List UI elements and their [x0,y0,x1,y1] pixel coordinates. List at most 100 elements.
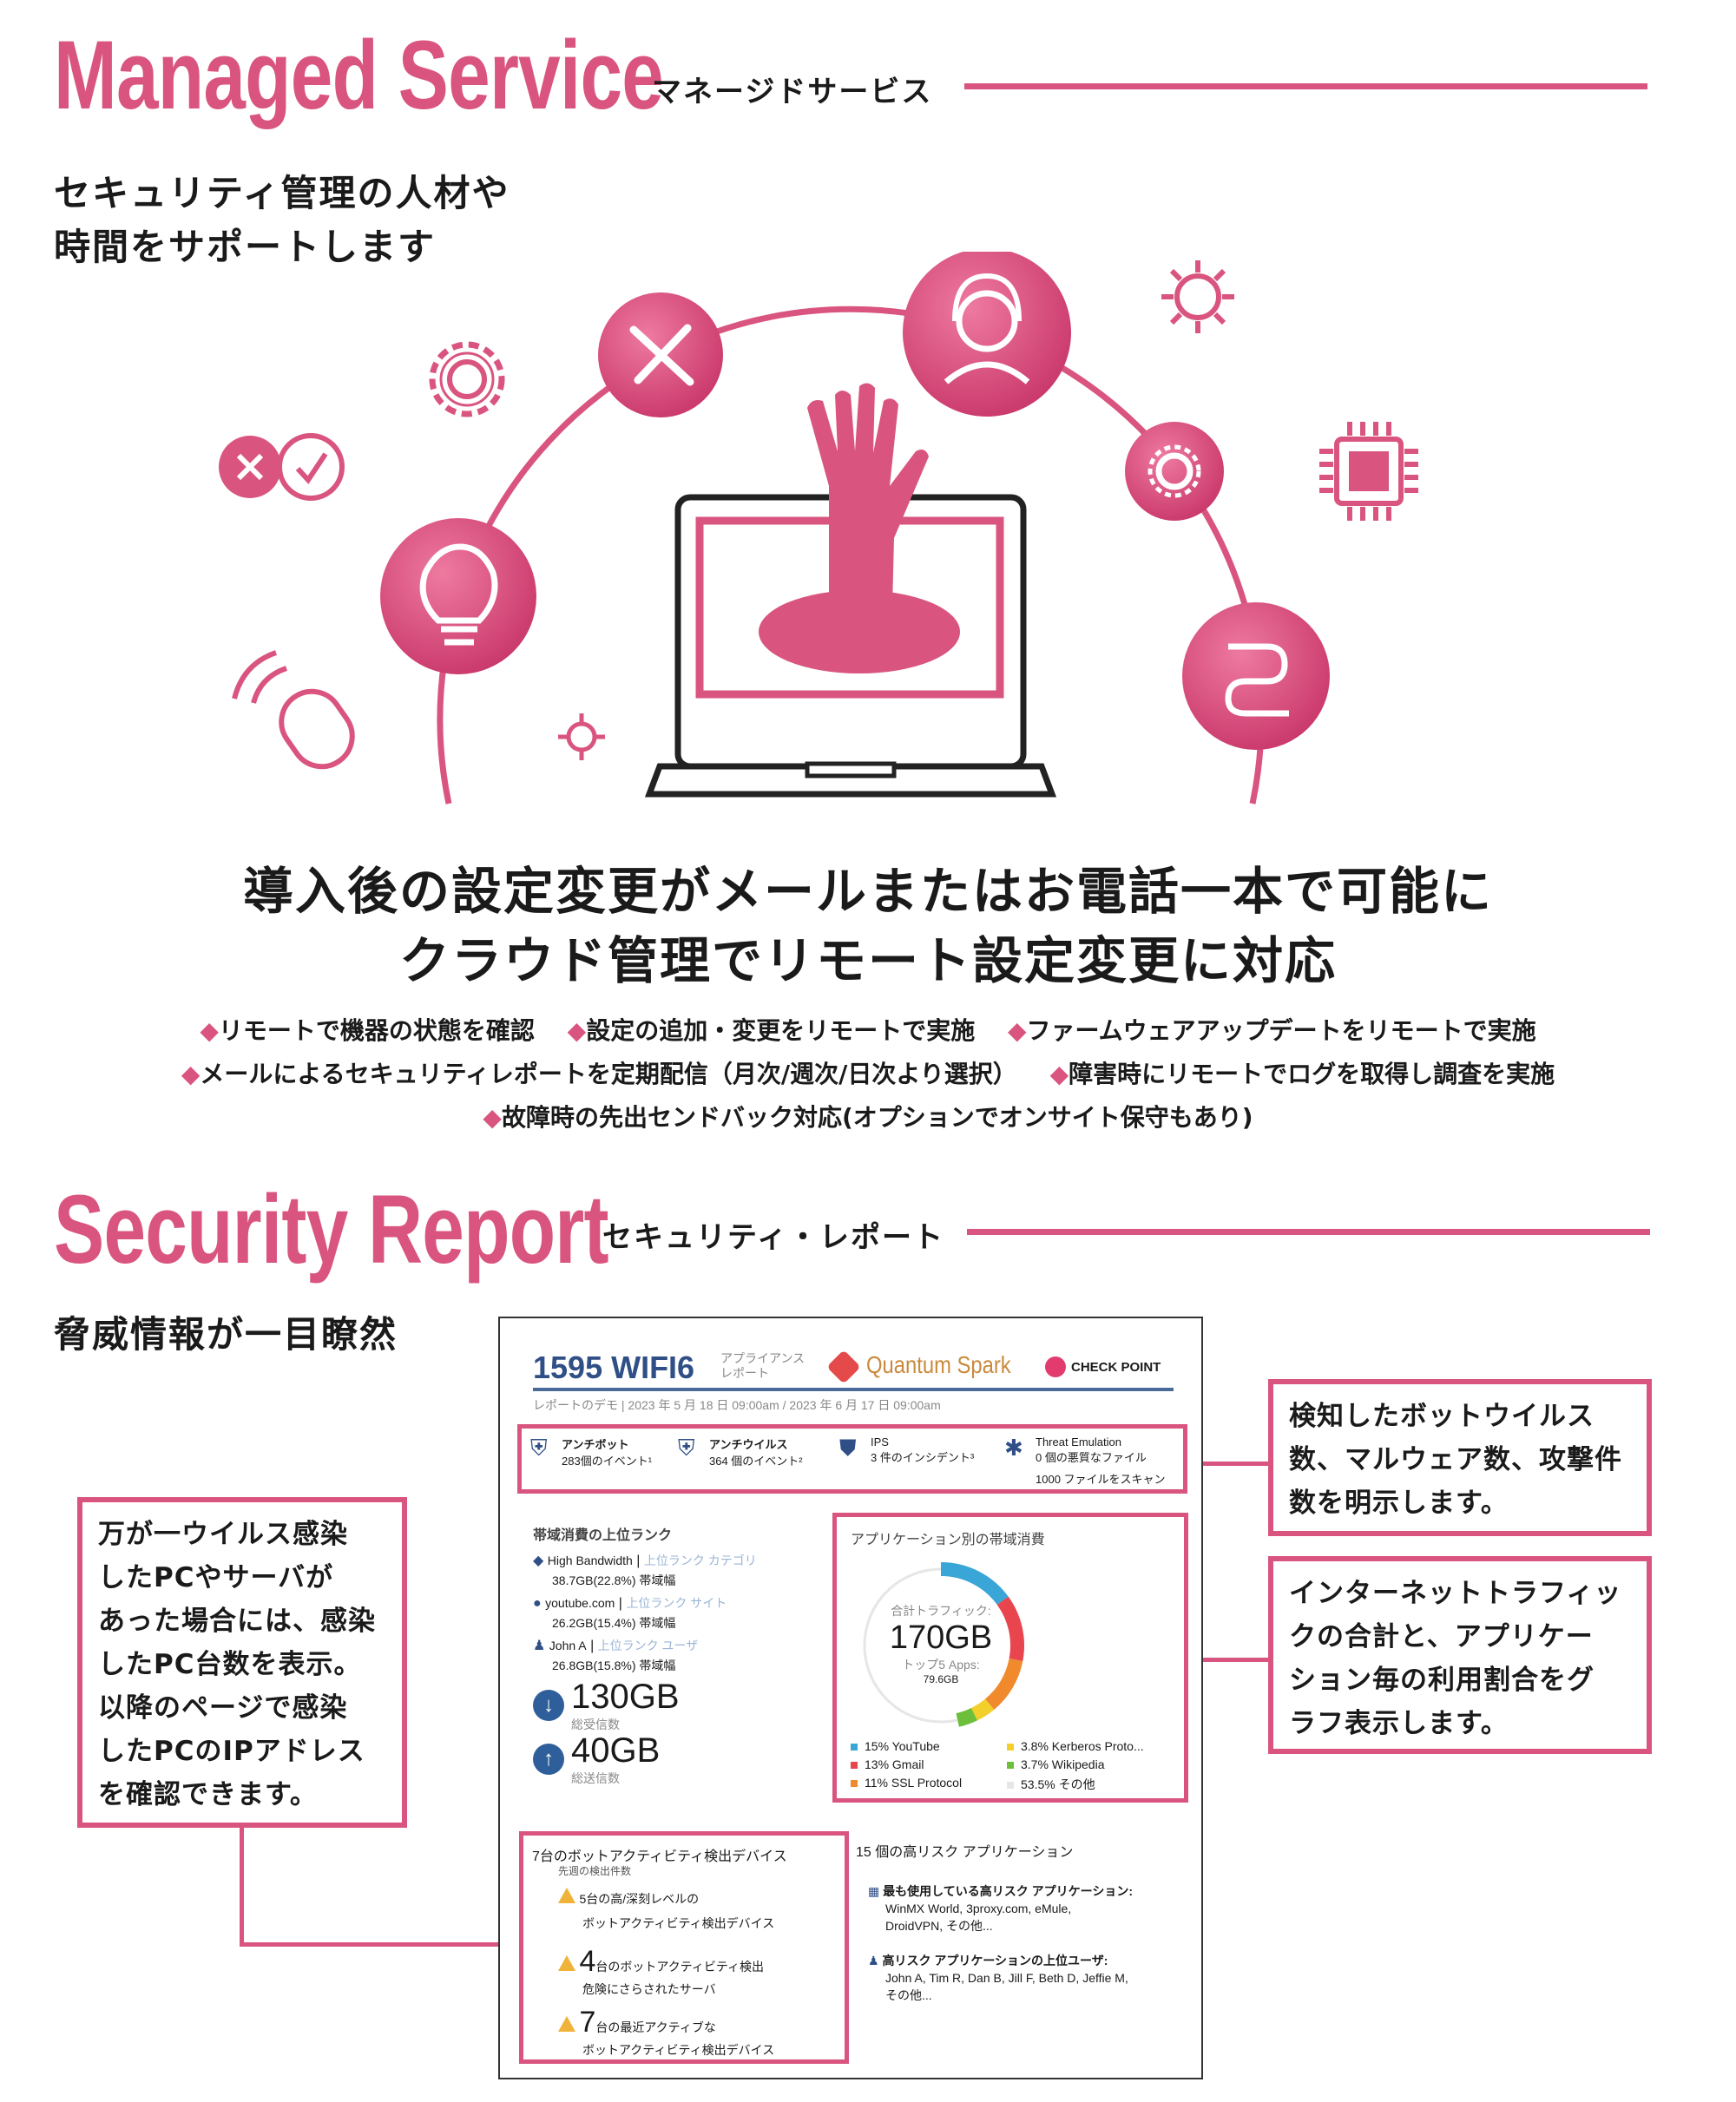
warning-icon [558,1955,575,1971]
bot-item: 5台の高/深刻レベルのボットアクティビティ検出デバイス [558,1888,774,1932]
gear-icon [1125,422,1224,521]
bullet-item: ◆設定の追加・変更をリモートで実施 [567,1016,976,1045]
connector-line [240,1823,244,1946]
bullet-item: ◆リモートで機器の状態を確認 [200,1016,535,1045]
cable-icon [1182,602,1330,750]
tools-icon [598,292,723,417]
bullet-item: ◆メールによるセキュリティレポートを定期配信（月次/週次/日次より選択） [181,1060,1017,1088]
hand-icon [759,383,960,673]
report-title-sub: アプライアンスレポート [720,1351,806,1380]
report-title: 1595 WIFI6 [533,1350,695,1385]
legend-label: 11% SSL Protocol [865,1776,963,1790]
bot-activity-box: 7台のボットアクティビティ検出デバイス 先週の検出件数 5台の高/深刻レベルのボ… [519,1831,849,2064]
crown-shield-icon: ⛨ [530,1435,548,1461]
risk-apps: ▦ 最も使用している高リスク アプリケーション: WinMX World, 3p… [868,1884,1133,1933]
legend-swatch [1007,1744,1014,1751]
app-donut-chart [863,1562,1024,1727]
donut-legend: 15% YouTube 3.8% Kerberos Proto... 13% Gma… [851,1739,1180,1793]
managed-service-subtitle: マネージドサービス [652,75,933,109]
headline-line-2: クラウド管理でリモート設定変更に対応 [398,931,1337,990]
user-icon: ♟ [533,1639,546,1653]
legend-swatch [851,1762,858,1769]
app-bandwidth-box: アプリケーション別の帯域消費 合計トラフィック: 170GB トップ5 Apps… [832,1513,1188,1803]
received-label: 総受信数 [571,1718,620,1731]
managed-lead: セキュリティ管理の人材や 時間をサポートします [54,167,510,274]
quantum-spark-logo-icon [826,1350,861,1384]
managed-service-title: Managed Service [54,21,664,129]
upload-icon: ↑ [533,1744,564,1775]
security-report-title: Security Report [54,1175,609,1284]
quantum-spark-brand: Quantum Spark [866,1351,1011,1378]
bullet-row: ◆故障時の先出センドバック対応(オプションでオンサイト保守もあり) [0,1099,1736,1133]
managed-service-illustration [219,252,1418,805]
bullet-item: ◆障害時にリモートでログを取得し調査を実施 [1049,1060,1555,1088]
shield-icon: ⛊ [839,1435,857,1461]
callout-infected-devices: 万が一ウイルス感染したPCやサーバがあった場合には、感染したPC台数を表示。以降… [77,1497,407,1828]
donut-segment [956,1707,977,1727]
lead-line: 時間をサポートします [54,226,437,268]
section-rule [967,1229,1650,1235]
bullet-row: ◆リモートで機器の状態を確認 ◆設定の追加・変更をリモートで実施 ◆ファームウェ… [0,1012,1736,1047]
connector-line [1186,1462,1271,1466]
warning-icon [558,1888,575,1903]
connector-line [1186,1658,1271,1662]
donut-segment [940,1562,1009,1606]
bullet-item: ◆ファームウェアアップデートをリモートで実施 [1007,1016,1536,1045]
legend-swatch [851,1780,858,1787]
chip-icon [1319,422,1418,521]
security-report-sample: 1595 WIFI6 アプライアンスレポート Quantum Spark CHE… [498,1317,1203,2079]
headset-operator-icon [903,252,1071,417]
lead-line: セキュリティ管理の人材や [54,172,510,214]
donut-segment [970,1698,995,1721]
star-shield-icon: ⛨ [678,1435,695,1461]
received-total: 130GB [571,1678,680,1716]
bandwidth-title: 帯域消費の上位ランク [533,1528,673,1543]
bot-item: 4台のボットアクティビティ検出危険にさらされたサーバ [558,1945,764,1998]
gear-outline-icon [429,341,505,417]
legend-item: 11% SSL Protocol [851,1776,1007,1793]
callout-threat-counts: 検知したボットウイルス数、マルウェア数、攻撃件数を明示します。 [1268,1379,1652,1536]
legend-label: 3.8% Kerberos Proto... [1021,1739,1144,1753]
donut-segment [984,1658,1023,1710]
legend-item: 53.5% その他 [1007,1776,1180,1793]
legend-item: 3.8% Kerberos Proto... [1007,1739,1180,1753]
user-icon: ♟ [868,1954,879,1967]
legend-label: 3.7% Wikipedia [1021,1757,1105,1771]
sent-label: 総送信数 [571,1771,620,1785]
cross-check-icon [219,433,345,501]
apps-icon: ▦ [868,1884,880,1898]
bullet-item: ◆故障時の先出センドバック対応(オプションでオンサイト保守もあり) [483,1103,1253,1132]
headline-line-1: 導入後の設定変更がメールまたはお電話一本で可能に [242,862,1493,921]
security-report-subtitle: セキュリティ・レポート [602,1220,944,1255]
lightbulb-icon [380,518,536,674]
security-lead: 脅威情報が一目瞭然 [54,1313,398,1356]
donut-segment [863,1567,958,1724]
legend-item: 3.7% Wikipedia [1007,1757,1180,1771]
check-point-brand: CHECK POINT [1071,1360,1161,1375]
donut-segment [996,1596,1024,1661]
legend-label: 53.5% その他 [1021,1777,1095,1791]
snowflake-shield-icon: ✱ [1004,1435,1023,1461]
app-bandwidth-title: アプリケーション別の帯域消費 [851,1533,1045,1547]
sun-small-icon [558,713,605,760]
wireless-mouse-icon [232,650,355,770]
legend-label: 13% Gmail [865,1757,924,1771]
bullet-row: ◆メールによるセキュリティレポートを定期配信（月次/週次/日次より選択） ◆障害… [0,1055,1736,1090]
donut-center: 合計トラフィック: 170GB トップ5 Apps: 79.6GB [889,1604,993,1685]
bot-subtitle: 先週の検出件数 [558,1865,632,1877]
report-date: レポートのデモ | 2023 年 5 月 18 日 09:00am / 2023… [533,1398,941,1412]
risk-title: 15 個の高リスク アプリケーション [856,1845,1074,1860]
download-icon: ↓ [533,1690,564,1721]
legend-item: 15% YouTube [851,1739,1007,1753]
section-rule [964,83,1647,89]
sun-icon [1161,260,1234,333]
legend-label: 15% YouTube [865,1739,940,1753]
legend-item: 13% Gmail [851,1757,1007,1771]
